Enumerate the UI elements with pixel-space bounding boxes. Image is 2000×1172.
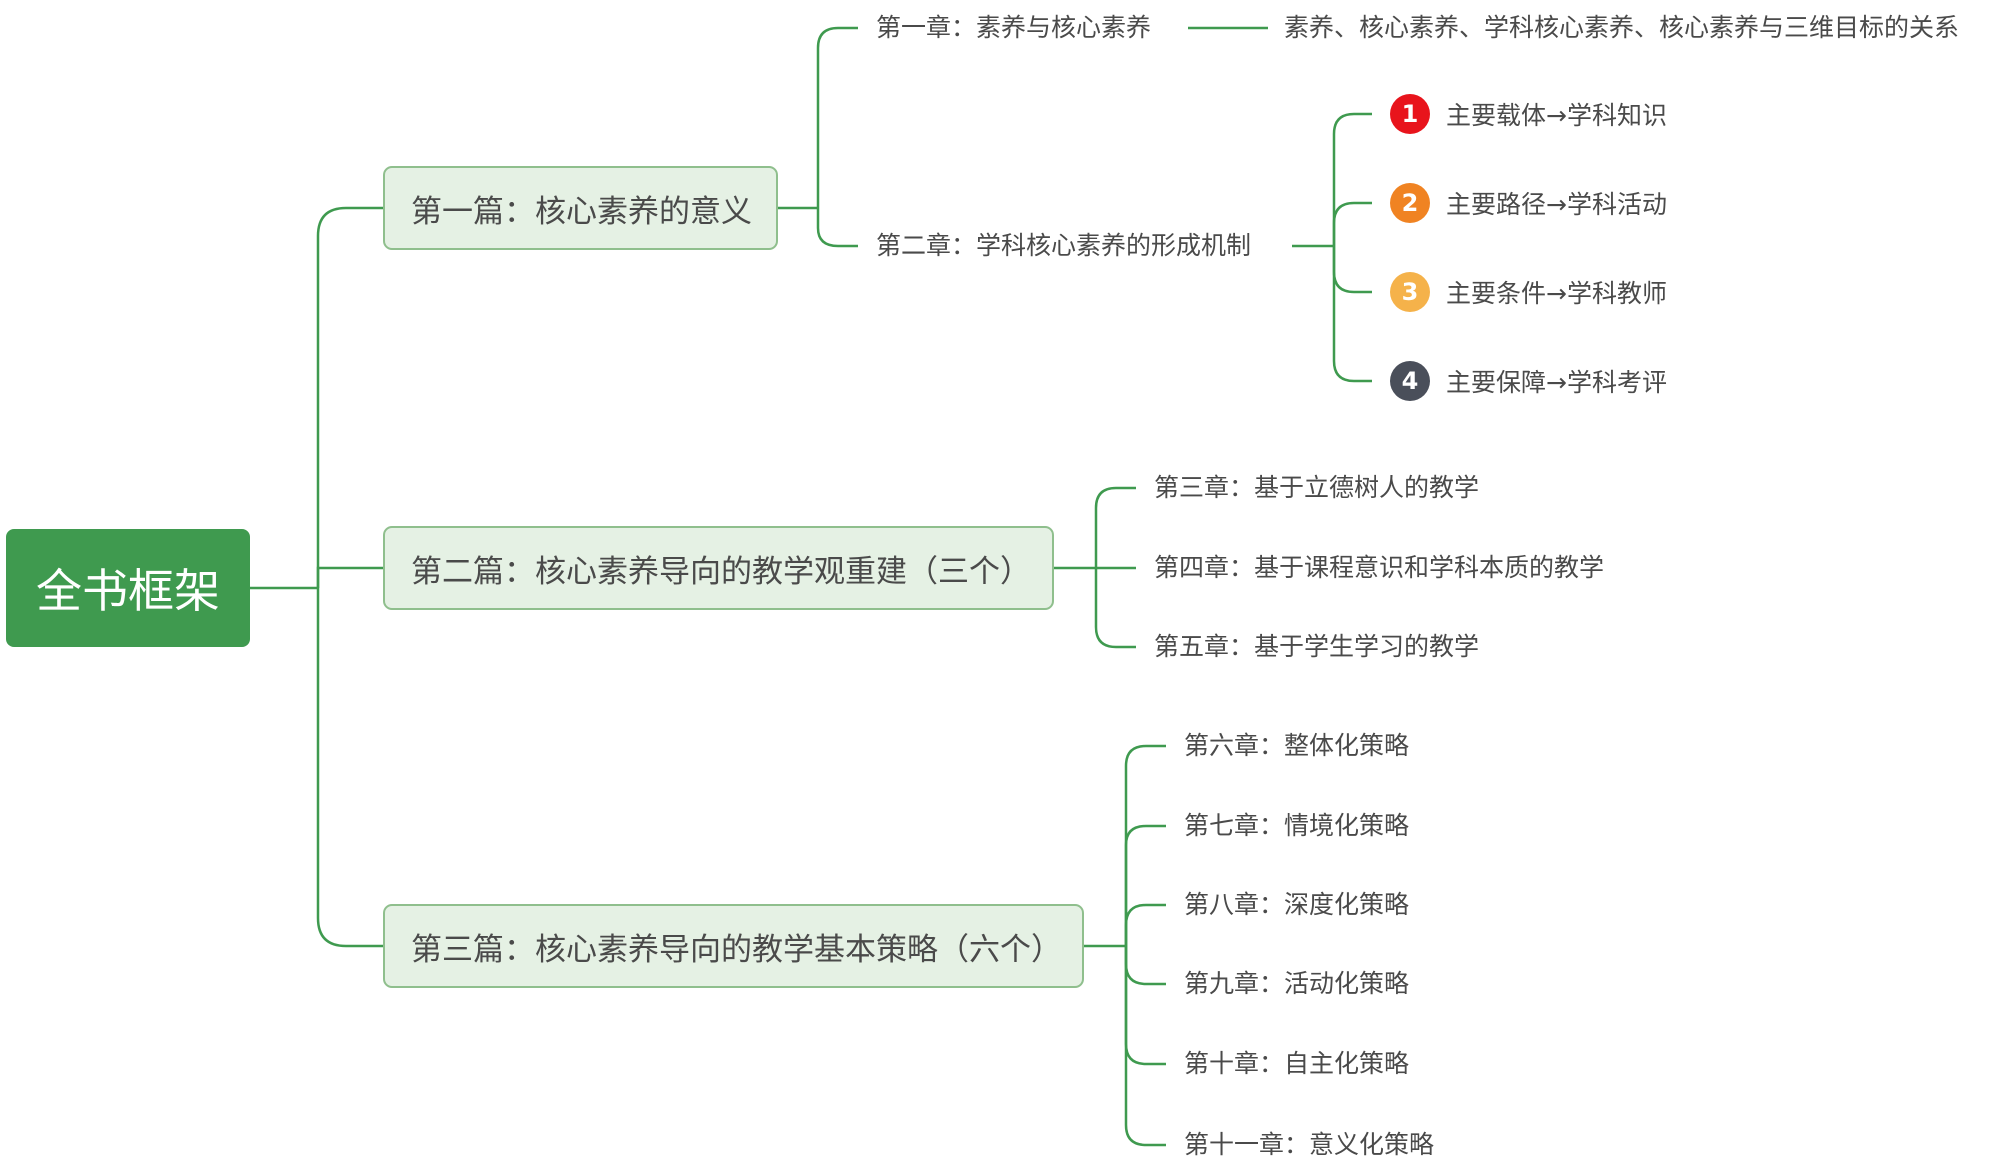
mechanism-item-label: 主要保障→学科考评 [1446,368,1667,397]
part-3-node[interactable]: 第三篇：核心素养导向的教学基本策略（六个） [383,904,1084,988]
chapter-1-node[interactable]: 第一章：素养与核心素养 [876,13,1152,42]
priority-4-icon: 4 [1390,361,1430,401]
chapter-10-node[interactable]: 第十章：自主化策略 [1184,1049,1410,1078]
priority-3-icon: 3 [1390,272,1430,312]
mechanism-item[interactable]: 3 主要条件→学科教师 [1390,272,1667,312]
chapter-7-node[interactable]: 第七章：情境化策略 [1184,811,1410,840]
mechanism-item[interactable]: 1 主要载体→学科知识 [1390,94,1667,134]
priority-2-icon: 2 [1390,183,1430,223]
mechanism-item[interactable]: 2 主要路径→学科活动 [1390,183,1667,223]
part-2-node[interactable]: 第二篇：核心素养导向的教学观重建（三个） [383,526,1054,610]
mechanism-item-label: 主要载体→学科知识 [1446,101,1667,130]
chapter-1-detail[interactable]: 素养、核心素养、学科核心素养、核心素养与三维目标的关系 [1284,13,1960,42]
chapter-3-node[interactable]: 第三章：基于立德树人的教学 [1154,473,1480,502]
chapter-2-node[interactable]: 第二章：学科核心素养的形成机制 [876,231,1252,260]
chapter-6-node[interactable]: 第六章：整体化策略 [1184,731,1410,760]
root-node[interactable]: 全书框架 [6,529,250,647]
priority-1-icon: 1 [1390,94,1430,134]
chapter-4-node[interactable]: 第四章：基于课程意识和学科本质的教学 [1154,553,1605,582]
mechanism-item[interactable]: 4 主要保障→学科考评 [1390,361,1667,401]
chapter-8-node[interactable]: 第八章：深度化策略 [1184,890,1410,919]
chapter-5-node[interactable]: 第五章：基于学生学习的教学 [1154,632,1480,661]
chapter-11-node[interactable]: 第十一章：意义化策略 [1184,1130,1435,1159]
mechanism-item-label: 主要条件→学科教师 [1446,279,1667,308]
mechanism-item-label: 主要路径→学科活动 [1446,190,1667,219]
chapter-9-node[interactable]: 第九章：活动化策略 [1184,969,1410,998]
part-1-node[interactable]: 第一篇：核心素养的意义 [383,166,778,250]
